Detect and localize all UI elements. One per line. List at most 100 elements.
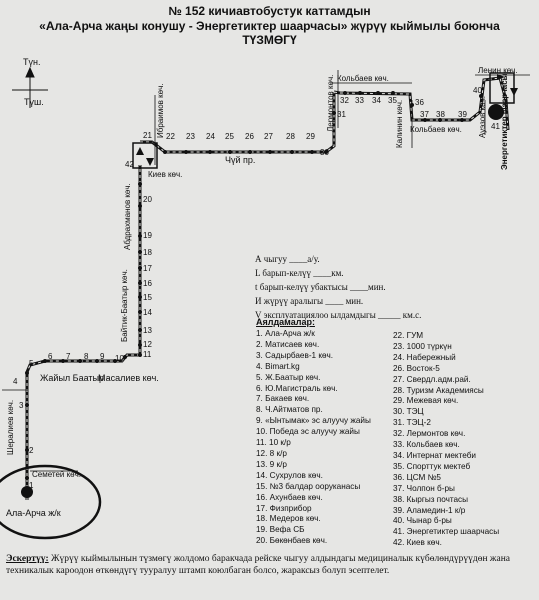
arrow-up-icon xyxy=(136,147,144,155)
terminal-ala-archa-ellipse xyxy=(0,464,102,540)
stop-item: 9. «Ынтымак» эс алуучу жайы xyxy=(256,416,371,426)
stop-item: 23. 1000 түркүн xyxy=(393,341,452,351)
stop-item: 33. Кольбаев көч. xyxy=(393,440,460,450)
street-abdrakhmanov: Абдрахманов көч. xyxy=(123,183,132,250)
stop-item: 13. 9 к/р xyxy=(256,459,287,469)
street-kiev: Киев көч. xyxy=(148,170,183,179)
stop-number: 36 xyxy=(415,98,424,107)
info-interval: И жүрүү аралыгы ____ мин. xyxy=(255,296,364,306)
arrow-down-icon xyxy=(510,88,518,96)
terminal-ala-archa-marker xyxy=(21,486,33,498)
stop-number: 10 xyxy=(115,354,124,363)
stop-number: 13 xyxy=(143,326,152,335)
stop-item: 4. Bimart.kg xyxy=(256,361,300,371)
stop-item: 15. №3 балдар ооруканасы xyxy=(256,481,361,491)
street-lenin: Ленин көч. xyxy=(478,66,518,75)
title-line-1: № 152 кичиавтобустук каттамдын xyxy=(168,4,371,18)
stop-item: 11. 10 к/р xyxy=(256,438,291,448)
terminal-energetik-marker xyxy=(488,104,504,120)
info-speed: V эксплуатациялоо ылдамдыгы _____ км.с. xyxy=(255,310,422,320)
route-line-chuy xyxy=(140,92,336,154)
stop-number: 27 xyxy=(264,132,273,141)
stop-number: 34 xyxy=(372,96,381,105)
stop-number: 23 xyxy=(186,132,195,141)
turnaround-box-kiev xyxy=(132,142,158,169)
street-chuy: Чүй пр. xyxy=(225,155,256,165)
note: Эскертүү: Жүрүү кыймылынын түзмөгү жолдо… xyxy=(6,553,536,577)
stop-number: 38 xyxy=(436,110,445,119)
stop-item: 7. Бакаев көч. xyxy=(256,394,310,404)
stop-item: 20. Бөкөнбаев көч. xyxy=(256,536,328,546)
stop-number: 14 xyxy=(143,308,152,317)
stop-number: 17 xyxy=(143,264,152,273)
stop-number: 28 xyxy=(286,132,295,141)
stop-number: 15 xyxy=(143,293,152,302)
terminal-ala-archa-label: Ала-Арча ж/к xyxy=(6,508,61,518)
stops-heading: Аялдамалар: xyxy=(256,317,315,327)
stop-item: 35. Спорттук мектеб xyxy=(393,461,471,471)
stop-number: 11 xyxy=(143,350,152,359)
note-text: Жүрүү кыймылынын түзмөгү жолдомо баракча… xyxy=(6,554,510,576)
stop-number: 4 xyxy=(13,377,18,386)
stop-number: 12 xyxy=(143,340,152,349)
stop-item: 3. Садырбаев-1 көч. xyxy=(256,350,334,360)
stops-list-right: 22. ГУМ 23. 1000 түркүн 24. Набережный 2… xyxy=(393,331,499,549)
stop-number: 8 xyxy=(84,352,89,361)
title-line-2: «Ала-Арча жаңы конушу - Энергетиктер шаа… xyxy=(39,19,500,33)
stop-number: 6 xyxy=(48,352,53,361)
stop-item: 30. ТЭЦ xyxy=(393,407,424,417)
stop-item: 36. ЦСМ №5 xyxy=(393,472,441,482)
stop-item: 18. Медеров көч. xyxy=(256,514,321,524)
stop-number: 31 xyxy=(337,110,346,119)
stop-number: 39 xyxy=(458,110,467,119)
street-baytik: Байтик-Баатыр көч. xyxy=(120,269,129,342)
street-ibraimov: Ибраимов көч. xyxy=(156,83,165,138)
stop-item: 37. Чолпон б-ры xyxy=(393,483,455,493)
street-kolbaev-top: Кольбаев көч. xyxy=(337,74,389,83)
stop-item: 6. Ю.Магистраль көч. xyxy=(256,383,338,393)
note-label: Эскертүү: xyxy=(6,554,49,564)
stop-number: 41 xyxy=(491,122,500,131)
stop-item: 17. Физприбор xyxy=(256,503,312,513)
stop-item: 1. Ала-Арча ж/к xyxy=(256,329,315,338)
stop-number: 30 xyxy=(320,148,329,157)
stop-item: 22. ГУМ xyxy=(393,331,424,340)
info-departures: А чыгуу ____а/у. xyxy=(255,254,320,264)
stop-item: 14. Сухрулов көч. xyxy=(256,470,323,480)
stop-number: 2 xyxy=(29,446,34,455)
compass-north-label: Түн. xyxy=(23,57,41,67)
terminal-energetik-label: Энергетиктер шаарчасы xyxy=(500,73,509,170)
street-kolbaev-bottom: Кольбаев көч. xyxy=(410,125,462,134)
stop-number: 20 xyxy=(143,195,152,204)
stop-number: 24 xyxy=(206,132,215,141)
stop-item: 31. ТЭЦ-2 xyxy=(393,418,431,428)
stop-item: 10. Победа эс алуучу жайы xyxy=(256,427,360,437)
stop-item: 40. Чынар б-ры xyxy=(393,516,452,526)
stop-item: 41. Энергетиктер шаарчасы xyxy=(393,527,500,537)
stop-number: 21 xyxy=(143,131,152,140)
stop-number: 35 xyxy=(388,96,397,105)
stop-item: 26. Восток-5 xyxy=(393,363,440,373)
stop-number: 22 xyxy=(166,132,175,141)
stop-number: 5 xyxy=(29,359,34,368)
street-auezov: Ауэзов көч. xyxy=(478,96,487,138)
stop-item: 24. Набережный xyxy=(393,352,456,362)
stop-number: 29 xyxy=(306,132,315,141)
street-lermontov: Лермонтов көч. xyxy=(326,74,335,132)
stops-list-left: 1. Ала-Арча ж/к 2. Матисаев көч. 3. Сады… xyxy=(256,329,371,547)
street-kalinin: Калинин көч. xyxy=(395,99,404,148)
route-map xyxy=(0,66,530,540)
stop-number: 7 xyxy=(66,352,71,361)
stop-number: 40 xyxy=(473,86,482,95)
street-masaliev: Масалиев көч. xyxy=(98,373,159,383)
stop-item: 12. 8 к/р xyxy=(256,448,287,458)
street-semetey: Семетей көч. xyxy=(32,470,81,479)
stop-number: 18 xyxy=(143,248,152,257)
route-line-kolbaev xyxy=(333,76,510,131)
stop-item: 2. Матисаев көч. xyxy=(256,339,320,349)
stop-number: 19 xyxy=(143,231,152,240)
stop-number: 16 xyxy=(143,279,152,288)
stop-number: 32 xyxy=(340,96,349,105)
stop-number: 9 xyxy=(100,352,105,361)
